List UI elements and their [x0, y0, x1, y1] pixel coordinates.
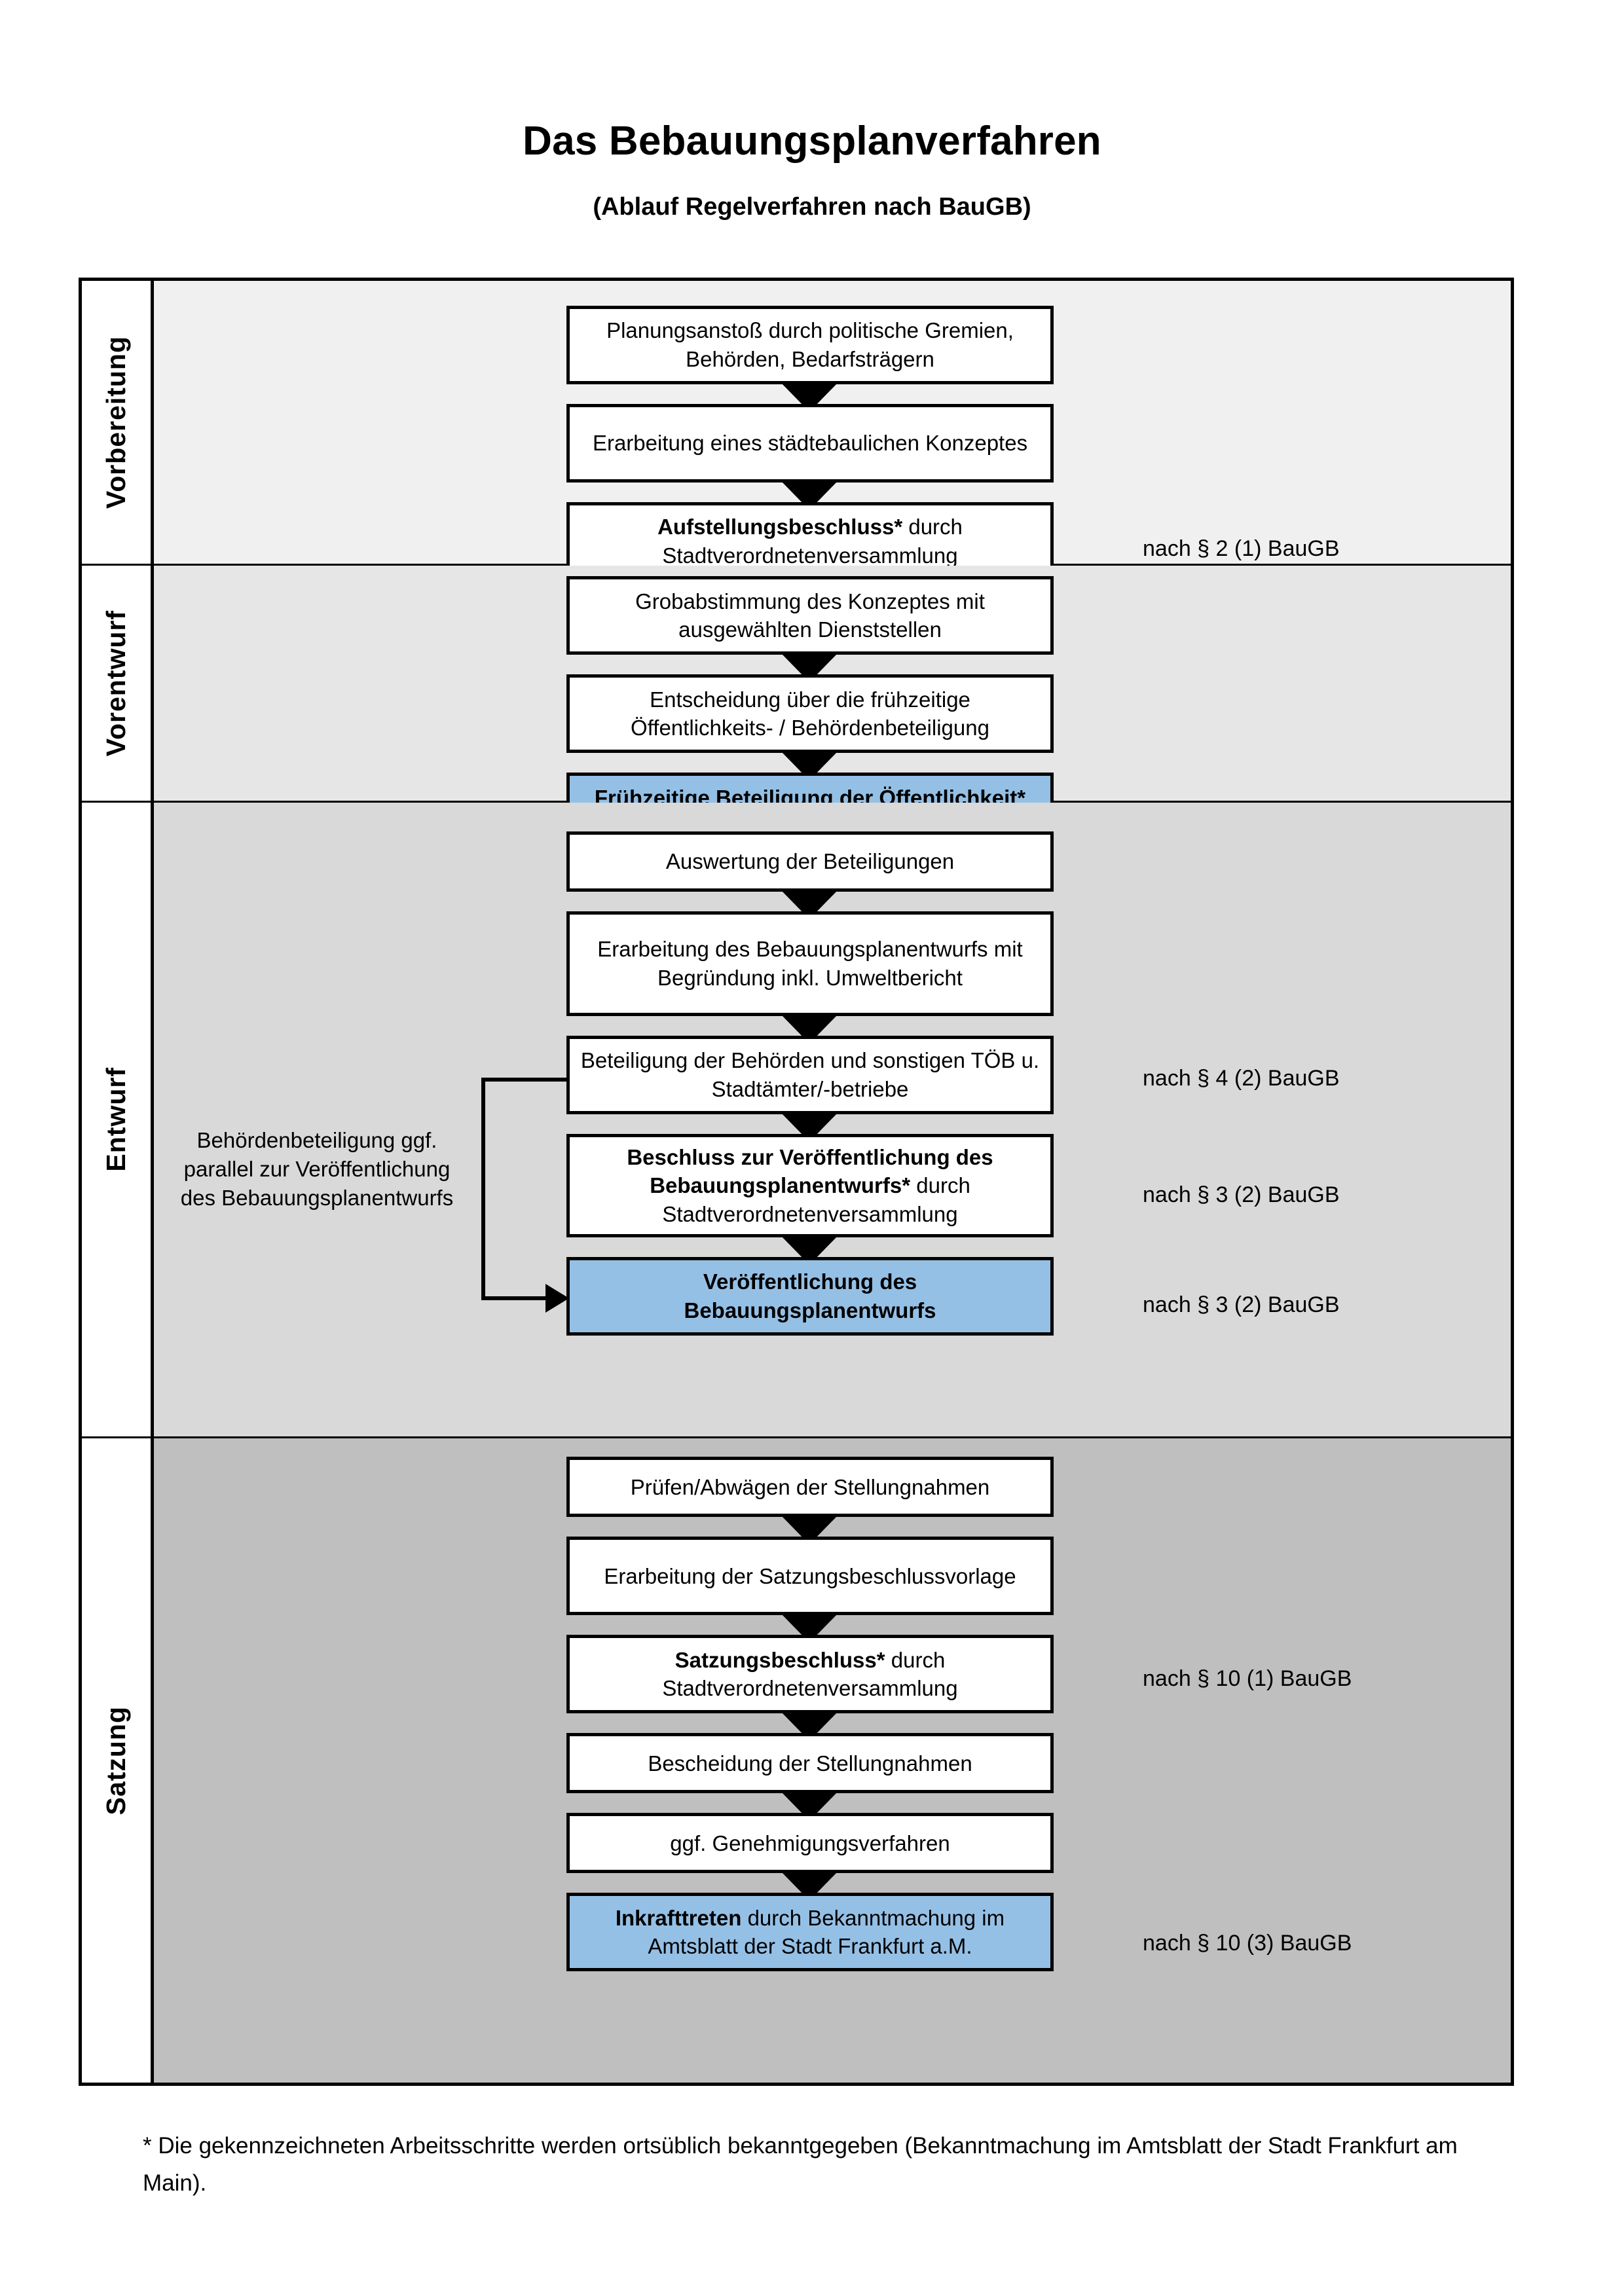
step-text-rest: durch Stadtverordnetenversammlung	[662, 1647, 958, 1701]
phase-label-cell-vorentwurf: Vorentwurf	[82, 566, 154, 801]
step-text: Erarbeitung des Bebauungsplanentwurfs mi…	[597, 937, 1023, 990]
step-box-pruefen-abwaegen[interactable]: Prüfen/Abwägen der Stellungnahmen	[566, 1457, 1054, 1518]
step-box-planungsanstoss[interactable]: Planungsanstoß durch politische Gremien,…	[566, 306, 1054, 384]
step-box-grobabstimmung[interactable]: Grobabstimmung des Konzeptes mit ausgewä…	[566, 576, 1054, 655]
bypass-connector-bottom-segment	[481, 1296, 547, 1300]
legal-reference-5: nach § 3 (2) BauGB	[1143, 1292, 1340, 1317]
phase-entwurf: Entwurf Auswertung der Beteiligungen Era…	[82, 802, 1511, 1439]
step-text-bold: Satzungsbeschluss*	[674, 1647, 885, 1672]
phase-label-cell-vorbereitung: Vorbereitung	[82, 281, 154, 564]
process-flow-chart: Vorbereitung Planungsanstoß durch politi…	[79, 278, 1514, 2086]
legal-reference-3: nach § 4 (2) BauGB	[1143, 1065, 1340, 1091]
step-box-veroeffentlichung-entwurf[interactable]: Veröffentlichung des Bebauungsplanentwur…	[566, 1256, 1054, 1336]
bypass-connector-arrow-icon	[545, 1283, 569, 1313]
phase-label-entwurf: Entwurf	[101, 1067, 131, 1172]
step-text: Auswertung der Beteiligungen	[665, 849, 955, 874]
document-header: Das Bebauungsplanverfahren (Ablauf Regel…	[0, 0, 1624, 221]
step-text: Grobabstimmung des Konzeptes mit ausgewä…	[635, 589, 985, 642]
step-text: Beteiligung der Behörden und sonstigen T…	[580, 1048, 1040, 1101]
step-text-bold: Inkrafttreten	[615, 1905, 742, 1930]
phase-label-vorbereitung: Vorbereitung	[101, 336, 131, 509]
step-text: Aufstellungsbeschluss* durch Stadtverord…	[576, 513, 1044, 570]
phase-body-vorbereitung: Planungsanstoß durch politische Gremien,…	[154, 281, 1511, 581]
step-text-rest: durch Stadtverordnetenversammlung	[662, 515, 963, 568]
step-box-auswertung-beteiligungen[interactable]: Auswertung der Beteiligungen	[566, 831, 1054, 892]
phase-label-cell-entwurf: Entwurf	[82, 802, 154, 1437]
step-text: Prüfen/Abwägen der Stellungnahmen	[630, 1474, 990, 1499]
step-text-rest: durch Stadtverordnetenversammlung	[662, 1173, 970, 1226]
step-box-satzungsbeschluss[interactable]: Satzungsbeschluss* durch Stadtverordnete…	[566, 1635, 1054, 1714]
legal-reference-4: nach § 3 (2) BauGB	[1143, 1182, 1340, 1207]
phase-body-satzung: Prüfen/Abwägen der Stellungnahmen Erarbe…	[154, 1438, 1511, 2083]
phase-label-cell-satzung: Satzung	[82, 1438, 154, 2083]
bypass-connector-top-segment	[481, 1077, 568, 1082]
phase-body-entwurf: Auswertung der Beteiligungen Erarbeitung…	[154, 802, 1511, 1437]
phase-label-vorentwurf: Vorentwurf	[101, 610, 131, 757]
step-text: Erarbeitung eines städtebaulichen Konzep…	[592, 431, 1028, 456]
step-text-bold: Aufstellungsbeschluss*	[657, 515, 903, 539]
step-text-bold: Beschluss zur Veröffentlichung des Bebau…	[627, 1144, 993, 1198]
footnote: * Die gekennzeichneten Arbeitsschritte w…	[143, 2133, 1458, 2196]
step-box-entscheidung-beteiligung[interactable]: Entscheidung über die frühzeitige Öffent…	[566, 674, 1054, 754]
step-text: Bescheidung der Stellungnahmen	[648, 1751, 972, 1776]
step-box-inkrafttreten[interactable]: Inkrafttreten durch Bekanntmachung im Am…	[566, 1893, 1054, 1972]
step-box-satzungsbeschlussvorlage[interactable]: Erarbeitung der Satzungsbeschlussvorlage	[566, 1537, 1054, 1616]
step-box-staedtebauliches-konzept[interactable]: Erarbeitung eines städtebaulichen Konzep…	[566, 404, 1054, 483]
legal-reference-7: nach § 10 (3) BauGB	[1143, 1931, 1352, 1956]
step-text: ggf. Genehmigungsverfahren	[670, 1831, 950, 1855]
step-text: Inkrafttreten durch Bekanntmachung im Am…	[576, 1904, 1044, 1961]
step-box-erarbeitung-bebauungsplanentwurf[interactable]: Erarbeitung des Bebauungsplanentwurfs mi…	[566, 911, 1054, 1016]
step-text: Entscheidung über die frühzeitige Öffent…	[631, 687, 989, 740]
step-text: Erarbeitung der Satzungsbeschlussvorlage	[604, 1563, 1016, 1588]
side-note-behoerdenbeteiligung: Behördenbeteiligung ggf. parallel zur Ve…	[180, 1127, 454, 1211]
step-box-genehmigungsverfahren[interactable]: ggf. Genehmigungsverfahren	[566, 1813, 1054, 1874]
step-text: Planungsanstoß durch politische Gremien,…	[606, 318, 1014, 371]
phase-vorbereitung: Vorbereitung Planungsanstoß durch politi…	[82, 281, 1511, 581]
page-title: Das Bebauungsplanverfahren	[523, 118, 1101, 164]
legal-reference-1: nach § 2 (1) BauGB	[1143, 536, 1340, 561]
phase-body-vorentwurf: Grobabstimmung des Konzeptes mit ausgewä…	[154, 566, 1511, 852]
step-text: Veröffentlichung des Bebauungsplanentwur…	[684, 1269, 936, 1322]
step-box-beschluss-veroeffentlichung[interactable]: Beschluss zur Veröffentlichung des Bebau…	[566, 1133, 1054, 1237]
step-box-beteiligung-behoerden-toeb[interactable]: Beteiligung der Behörden und sonstigen T…	[566, 1035, 1054, 1114]
step-text-rest: durch Bekanntmachung im Amtsblatt der St…	[648, 1905, 1005, 1959]
phase-label-satzung: Satzung	[101, 1706, 131, 1815]
step-box-bescheidung-stellungnahmen[interactable]: Bescheidung der Stellungnahmen	[566, 1733, 1054, 1794]
page-subtitle: (Ablauf Regelverfahren nach BauGB)	[593, 193, 1031, 221]
phase-satzung: Satzung Prüfen/Abwägen der Stellungnahme…	[82, 1438, 1511, 2083]
step-text: Satzungsbeschluss* durch Stadtverordnete…	[576, 1646, 1044, 1703]
step-text: Beschluss zur Veröffentlichung des Bebau…	[576, 1143, 1044, 1229]
bypass-connector-vertical-segment	[481, 1077, 485, 1300]
legal-reference-6: nach § 10 (1) BauGB	[1143, 1666, 1352, 1692]
phase-vorentwurf: Vorentwurf Grobabstimmung des Konzeptes …	[82, 566, 1511, 852]
